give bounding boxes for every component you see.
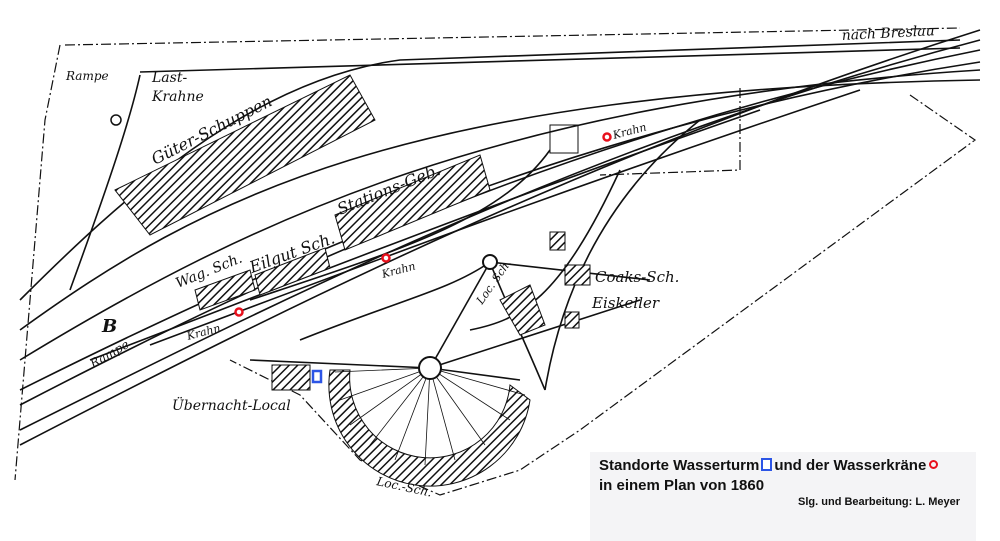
turntable-rampe-icon bbox=[110, 114, 122, 126]
label-coaks-sch: Coaks-Sch. bbox=[595, 268, 679, 286]
label-last: Last- bbox=[151, 70, 187, 86]
water-tower-icon bbox=[311, 369, 323, 384]
water-crane-icon bbox=[234, 307, 244, 317]
water-crane-markers bbox=[234, 132, 612, 317]
label-rampe-top: Rampe bbox=[65, 69, 109, 83]
label-rampe-low: Rampe bbox=[87, 337, 132, 371]
legend-text-wasserkraene: und der Wasserkräne bbox=[774, 457, 927, 474]
label-breslau: nach Breslau bbox=[841, 23, 935, 44]
label-krahne: Krahne bbox=[151, 89, 204, 105]
water-crane-icon bbox=[602, 132, 612, 142]
water-crane-legend-icon bbox=[929, 460, 939, 469]
label-eiskeller: Eiskeller bbox=[591, 294, 660, 312]
label-uebernacht-local: Übernacht-Local bbox=[172, 396, 291, 414]
legend-credit: Slg. und Bearbeitung: L. Meyer bbox=[798, 496, 960, 508]
label-krahn-top: Krahn bbox=[610, 120, 647, 142]
turntable-small-icon bbox=[482, 254, 498, 270]
legend-text-wasserturm: Standorte Wasserturm bbox=[599, 457, 760, 474]
buildings bbox=[114, 74, 591, 487]
turntable-icon bbox=[418, 356, 442, 380]
turntable-rays bbox=[334, 367, 526, 466]
boundary-dashed bbox=[14, 27, 977, 496]
legend-line-2: in einem Plan von 1860 bbox=[599, 477, 765, 494]
water-crane-icon bbox=[381, 253, 391, 263]
water-tower-legend-icon bbox=[761, 458, 773, 471]
label-b: B bbox=[101, 316, 117, 337]
legend-line-1: Standorte Wasserturm und der Wasserkräne bbox=[599, 457, 939, 474]
